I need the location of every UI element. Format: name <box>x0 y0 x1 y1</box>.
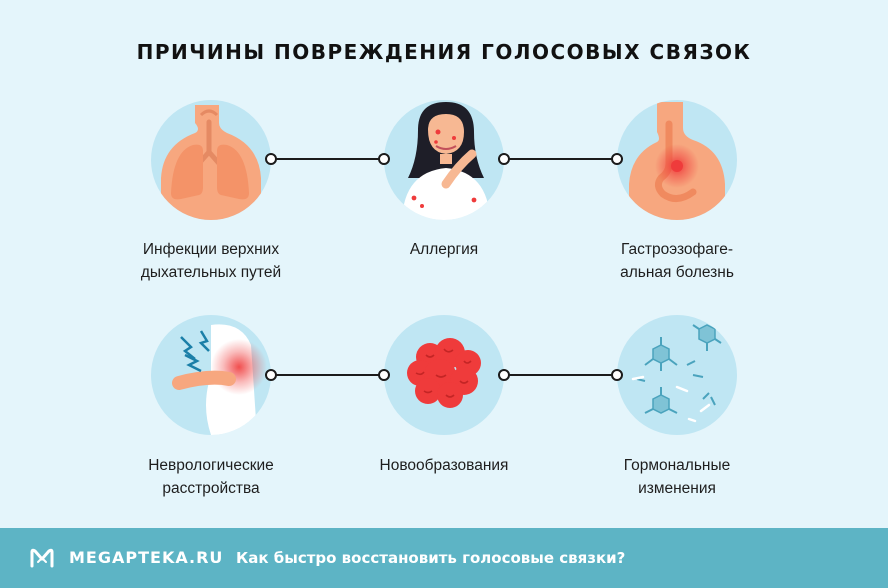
footer-bar: MEGAPTEKA.RU Как быстро восстановить гол… <box>0 528 888 588</box>
connector-line <box>271 158 384 160</box>
connector-dot <box>611 369 623 381</box>
connector-dot <box>498 369 510 381</box>
nerve-pain-icon <box>151 315 271 435</box>
connector-line <box>504 374 617 376</box>
brand-name[interactable]: MEGAPTEKA.RU <box>69 548 224 567</box>
hormone-cells-icon <box>617 315 737 435</box>
allergy-woman-icon <box>384 100 504 220</box>
lungs-icon <box>151 100 271 220</box>
connector-dot <box>378 369 390 381</box>
connector-dot <box>265 369 277 381</box>
article-link[interactable]: Как быстро восстановить голосовые связки… <box>236 549 626 567</box>
connector-dot <box>378 153 390 165</box>
megapteka-logo-icon <box>30 548 54 568</box>
connector-dot <box>265 153 277 165</box>
connector-dot <box>611 153 623 165</box>
connector-line <box>271 374 384 376</box>
cause-label: Гастроэзофаге-альная болезнь <box>620 241 734 281</box>
connector-line <box>504 158 617 160</box>
page-title: ПРИЧИНЫ ПОВРЕЖДЕНИЯ ГОЛОСОВЫХ СВЯЗОК <box>136 40 752 64</box>
cause-label: Аллергия <box>409 241 479 258</box>
cause-label: Новообразования <box>379 457 509 474</box>
connector-dot <box>498 153 510 165</box>
stomach-reflux-icon <box>617 100 737 220</box>
tumor-cells-icon <box>384 315 504 435</box>
